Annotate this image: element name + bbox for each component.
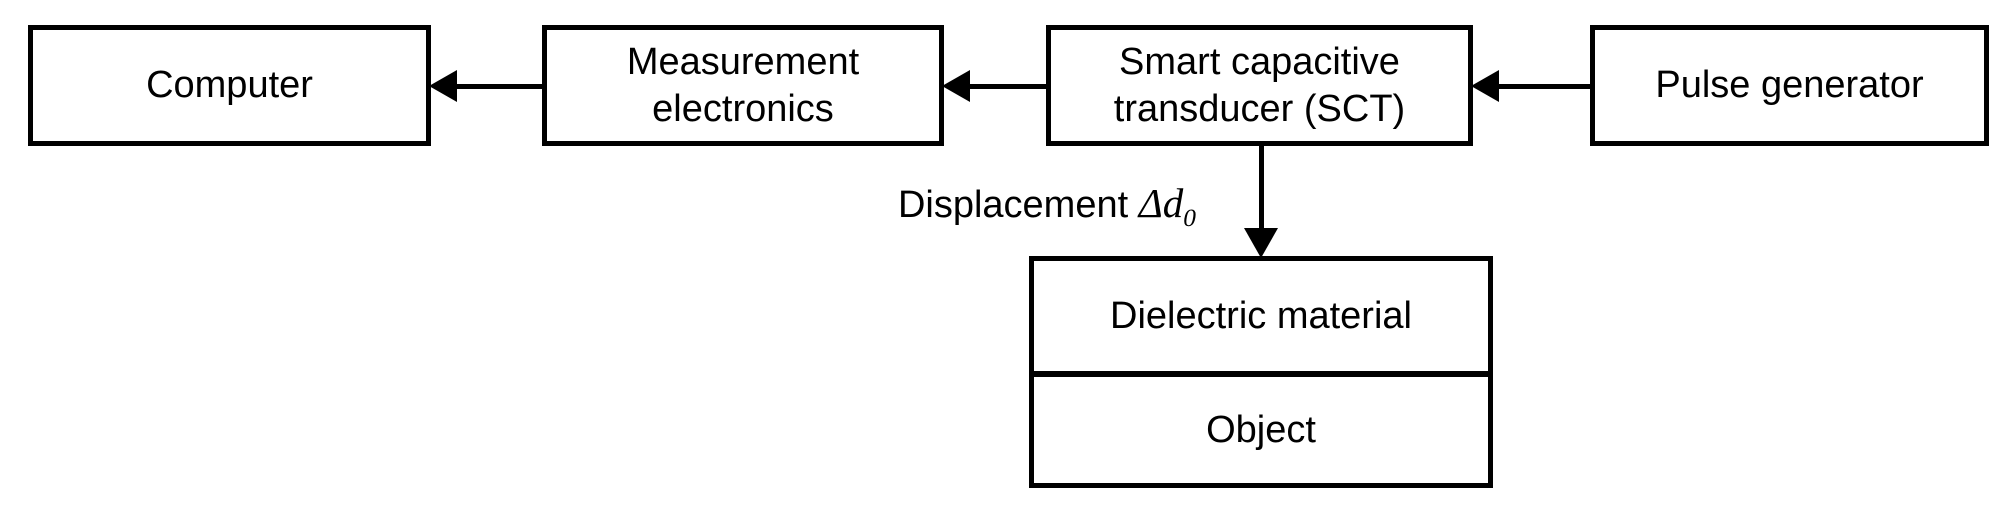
- arrow-me-to-computer-line: [455, 84, 543, 89]
- box-smart-capacitive-transducer: Smart capacitive transducer (SCT): [1046, 25, 1473, 146]
- displacement-label-text: Displacement: [897, 184, 1129, 226]
- box-dielectric-material: Dielectric material: [1034, 261, 1488, 377]
- arrow-sct-to-me-line: [968, 84, 1047, 89]
- box-measurement-electronics-label-line2: electronics: [652, 87, 834, 130]
- box-pulse-generator-label: Pulse generator: [1655, 64, 1924, 106]
- box-object-label: Object: [1206, 408, 1316, 451]
- box-pulse-generator: Pulse generator: [1590, 25, 1989, 146]
- box-computer: Computer: [28, 25, 431, 146]
- box-computer-label: Computer: [146, 64, 313, 106]
- box-dielectric-object-stack: Dielectric material Object: [1029, 256, 1493, 488]
- arrow-me-to-computer-arrowhead-icon: [429, 70, 457, 102]
- box-measurement-electronics: Measurement electronics: [542, 25, 944, 146]
- displacement-math-symbol: Δd0: [1138, 180, 1196, 233]
- arrow-pulse-to-sct-line: [1497, 84, 1591, 89]
- box-sct-label-line2: transducer (SCT): [1113, 87, 1406, 130]
- arrow-sct-to-me-arrowhead-icon: [942, 70, 970, 102]
- box-measurement-electronics-label-line1: Measurement: [626, 40, 860, 83]
- box-object: Object: [1034, 377, 1488, 483]
- displacement-label: Displacement Δd0: [640, 180, 1196, 233]
- arrow-sct-to-dielectric-arrowhead-icon: [1244, 228, 1278, 258]
- arrow-pulse-to-sct-arrowhead-icon: [1471, 70, 1499, 102]
- arrow-sct-to-dielectric-line: [1259, 143, 1264, 231]
- box-sct-label-line1: Smart capacitive: [1119, 40, 1400, 83]
- box-dielectric-material-label: Dielectric material: [1110, 294, 1412, 337]
- displacement-math-subscript: 0: [1183, 204, 1196, 233]
